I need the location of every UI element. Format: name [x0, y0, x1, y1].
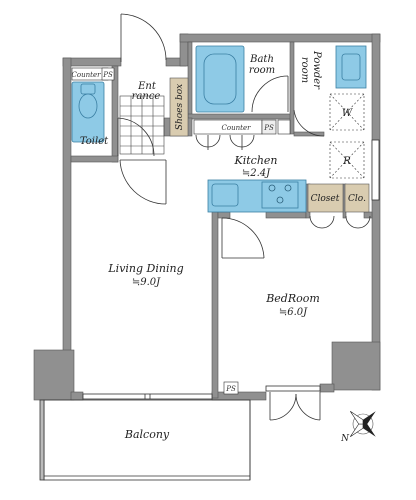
closet-label: Closet: [311, 194, 340, 204]
doors: [117, 13, 371, 421]
counter-toilet-label: Counter: [72, 71, 102, 79]
balcony-outline: [39, 399, 251, 481]
powder-label-2: room: [299, 57, 310, 83]
toilet-fixture: [71, 67, 109, 143]
living-name-label: Living Dining: [107, 262, 183, 275]
shoes-box-storage: [169, 77, 189, 137]
powder-sink-fixture: [335, 45, 367, 89]
entrance-tiles: [119, 95, 165, 155]
bathtub-fixture: [195, 45, 245, 113]
compass-n-label: N: [340, 434, 350, 444]
kitchen-unit: [207, 179, 307, 213]
closets: [307, 183, 370, 213]
clo-label: Clo.: [348, 194, 366, 204]
counter-kitchen-label: Counter: [222, 124, 252, 132]
compass-icon: [350, 411, 376, 437]
ps-toilet-label: PS: [102, 71, 113, 79]
bedroom-name-label: BedRoom: [265, 292, 320, 305]
toilet-label: Toilet: [80, 136, 109, 147]
kitchen-counter-strip: [193, 119, 291, 135]
kitchen-name-label: Kitchen: [234, 154, 278, 167]
balcony-label: Balcony: [124, 428, 170, 441]
powder-label-1: Powder: [311, 50, 322, 90]
bath-label-2: room: [249, 65, 275, 76]
entrance-label-2: rance: [132, 91, 161, 102]
kitchen-size-label: ≒2.4J: [242, 168, 271, 179]
windows: [82, 139, 380, 400]
fridge-label: R: [342, 156, 351, 167]
bath-label-1: Bath: [249, 54, 274, 65]
living-size-label: ≒9.0J: [132, 277, 161, 288]
walls: [33, 33, 381, 401]
appliance-spaces: [329, 93, 365, 179]
ps-balcony-label: PS: [225, 385, 236, 393]
shoes-box-label: Shoes box: [175, 84, 185, 130]
bedroom-size-label: ≒6.0J: [279, 307, 308, 318]
ps-kitchen-label: PS: [263, 124, 274, 132]
washer-label: W: [342, 108, 353, 119]
ps-boxes: [101, 67, 239, 395]
entrance-label-1: Ent: [137, 81, 157, 92]
